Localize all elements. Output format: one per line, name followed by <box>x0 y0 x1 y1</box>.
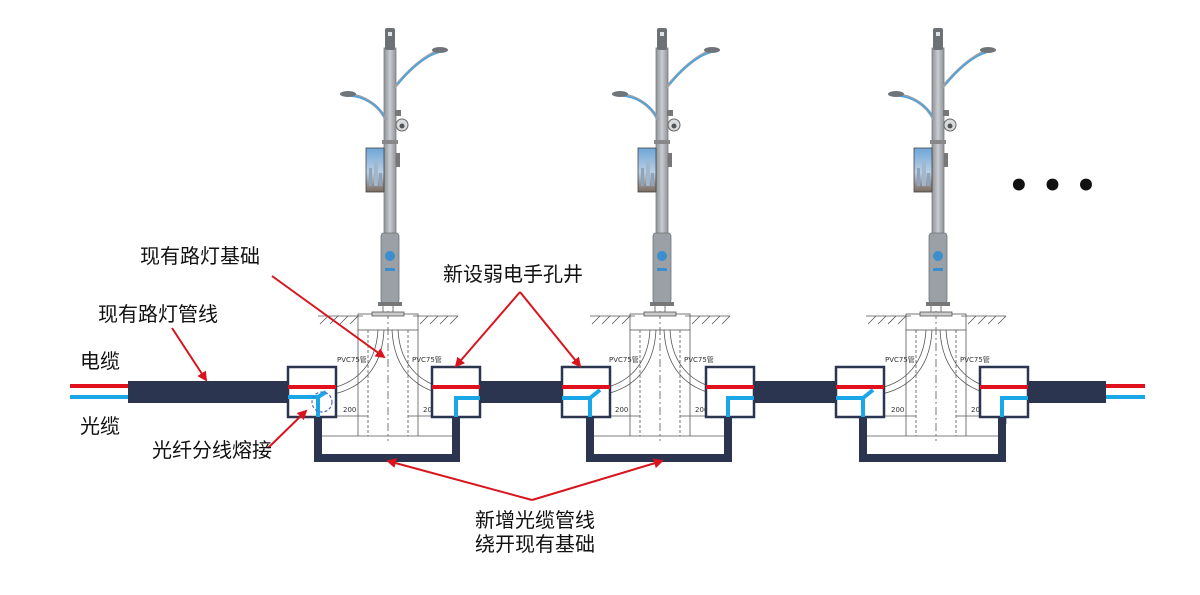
label-fiber-splice: 光纤分线熔接 <box>152 438 272 462</box>
new-bypass-conduit <box>314 418 1006 462</box>
label-optical-cable: 光缆 <box>80 414 120 438</box>
label-existing-pipeline: 现有路灯管线 <box>98 302 218 326</box>
pvc-label: PVC75管 <box>337 355 367 364</box>
label-new-handhole: 新设弱电手孔井 <box>443 262 583 286</box>
handhole <box>286 365 1030 419</box>
dimension-label: 200 <box>891 406 904 414</box>
pvc-label: PVC75管 <box>960 355 990 364</box>
existing-conduit <box>128 381 1106 403</box>
dimension-label: 200 <box>343 406 356 414</box>
pvc-label: PVC75管 <box>609 355 639 364</box>
pvc-label: PVC75管 <box>684 355 714 364</box>
fiber-splice-marker <box>311 391 333 413</box>
smart-light-pole-3 <box>886 26 998 308</box>
label-new-cable-line1: 新增光缆管线 <box>475 508 595 532</box>
pvc-label: PVC75管 <box>885 355 915 364</box>
dimension-label: 200 <box>971 406 984 414</box>
label-power-cable: 电缆 <box>80 349 120 373</box>
dimension-label: 200 <box>615 406 628 414</box>
label-new-cable-route: 新增光缆管线 绕开现有基础 <box>450 508 620 556</box>
ellipsis-more-poles: • • • <box>1008 166 1097 206</box>
label-new-cable-line2: 绕开现有基础 <box>475 532 595 556</box>
dimension-label: 200 <box>695 406 708 414</box>
smart-light-pole-1 <box>338 26 450 308</box>
smart-light-pole-2 <box>610 26 722 308</box>
optical-cable-in-handhole <box>288 388 1028 417</box>
annotation-arrows <box>171 275 664 501</box>
pvc-label: PVC75管 <box>412 355 442 364</box>
label-existing-foundation: 现有路灯基础 <box>140 244 260 268</box>
dimension-label: 200 <box>423 406 436 414</box>
